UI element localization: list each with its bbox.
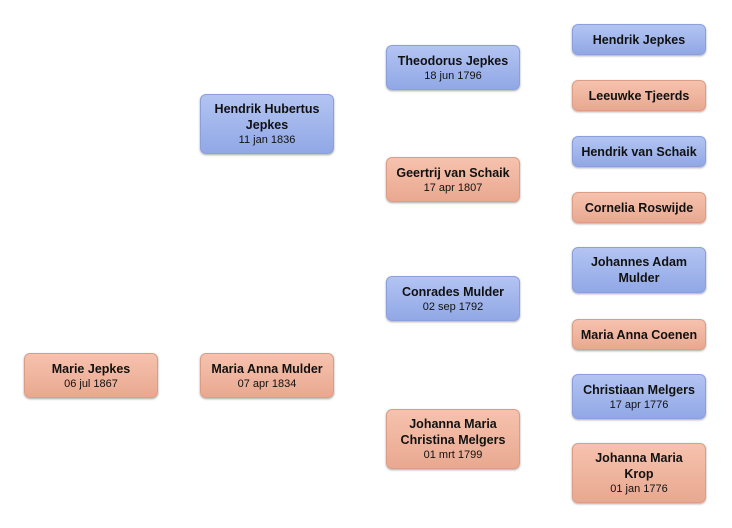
person-card-johannes-adam-mulder[interactable]: Johannes Adam Mulder	[572, 247, 706, 293]
person-date: 11 jan 1836	[238, 134, 296, 146]
person-card-hendrik-jepkes[interactable]: Hendrik Jepkes	[572, 24, 706, 55]
person-name: Johanna Maria Krop	[595, 451, 683, 481]
person-date: 07 apr 1834	[237, 377, 297, 390]
person-name: Hendrik Hubertus Jepkes	[214, 102, 320, 132]
person-date: 01 jan 1776	[610, 483, 668, 495]
person-name: Theodorus Jepkes	[397, 53, 509, 68]
person-card-johanna-maria-christina-melgers[interactable]: Johanna Maria Christina Melgers 01 mrt 1…	[386, 409, 520, 469]
person-name: Maria Anna Coenen	[580, 327, 698, 342]
person-name: Maria Anna Mulder	[211, 361, 323, 376]
person-date: 17 apr 1776	[609, 398, 669, 411]
person-card-johanna-maria-krop[interactable]: Johanna Maria Krop 01 jan 1776	[572, 443, 706, 503]
person-date: 01 mrt 1799	[423, 449, 483, 461]
person-date: 18 jun 1796	[424, 69, 482, 82]
person-card-conrades-mulder[interactable]: Conrades Mulder 02 sep 1792	[386, 276, 520, 321]
person-name: Johannes Adam Mulder	[590, 255, 688, 285]
person-date: 17 apr 1807	[423, 181, 483, 194]
person-card-maria-anna-coenen[interactable]: Maria Anna Coenen	[572, 319, 706, 350]
person-card-christiaan-melgers[interactable]: Christiaan Melgers 17 apr 1776	[572, 374, 706, 419]
person-name: Johanna Maria Christina Melgers	[400, 417, 506, 447]
person-name: Geertrij van Schaik	[396, 165, 510, 180]
person-name: Cornelia Roswijde	[584, 200, 694, 215]
person-name: Hendrik Jepkes	[592, 32, 686, 47]
person-card-maria-anna-mulder[interactable]: Maria Anna Mulder 07 apr 1834	[200, 353, 334, 398]
person-name: Leeuwke Tjeerds	[588, 88, 690, 103]
person-name: Christiaan Melgers	[583, 382, 695, 397]
person-date: 06 jul 1867	[64, 377, 118, 390]
person-card-cornelia-roswijde[interactable]: Cornelia Roswijde	[572, 192, 706, 223]
person-card-theodorus-jepkes[interactable]: Theodorus Jepkes 18 jun 1796	[386, 45, 520, 90]
person-card-geertrij-van-schaik[interactable]: Geertrij van Schaik 17 apr 1807	[386, 157, 520, 202]
person-card-hendrik-hubertus-jepkes[interactable]: Hendrik Hubertus Jepkes 11 jan 1836	[200, 94, 334, 154]
person-card-hendrik-van-schaik[interactable]: Hendrik van Schaik	[572, 136, 706, 167]
person-name: Marie Jepkes	[51, 361, 131, 376]
person-card-marie-jepkes[interactable]: Marie Jepkes 06 jul 1867	[24, 353, 158, 398]
person-card-leeuwke-tjeerds[interactable]: Leeuwke Tjeerds	[572, 80, 706, 111]
person-name: Conrades Mulder	[401, 284, 505, 299]
person-date: 02 sep 1792	[422, 300, 484, 313]
person-name: Hendrik van Schaik	[581, 144, 697, 159]
